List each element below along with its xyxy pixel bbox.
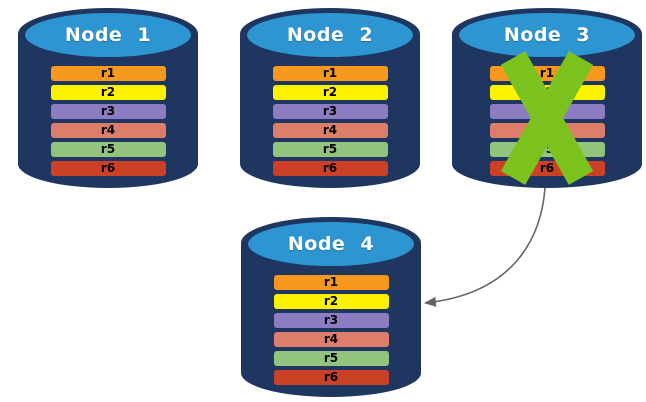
node-1-top-face: Node 1 bbox=[25, 13, 191, 57]
node-2-replica-list: r1 r2 r3 r4 r5 r6 bbox=[240, 66, 420, 176]
node-1-replica-list: r1 r2 r3 r4 r5 r6 bbox=[18, 66, 198, 176]
replica-bar-r2: r2 bbox=[272, 85, 388, 100]
node-2-cylinder: Node 2 r1 r2 r3 r4 r5 r6 bbox=[240, 8, 420, 188]
node-3-title: Node 3 bbox=[503, 24, 591, 46]
replica-bar-r2: r2 bbox=[273, 294, 389, 309]
node-3-top-face: Node 3 bbox=[459, 13, 635, 57]
node-1-cylinder: Node 1 r1 r2 r3 r4 r5 r6 bbox=[18, 8, 198, 188]
node-2-title: Node 2 bbox=[286, 24, 374, 46]
replica-bar-r3: r3 bbox=[50, 104, 166, 119]
failover-arrow bbox=[424, 187, 546, 307]
replica-bar-r6: r6 bbox=[272, 161, 388, 176]
replica-bar-r6: r6 bbox=[50, 161, 166, 176]
replica-bar-r4: r4 bbox=[273, 332, 389, 347]
node-3-cylinder: Node 3 r1 r2 r3 r4 r5 r6 bbox=[452, 8, 642, 188]
replica-bar-r4: r4 bbox=[50, 123, 166, 138]
replica-bar-r2: r2 bbox=[50, 85, 166, 100]
replica-bar-r6: r6 bbox=[273, 370, 389, 385]
node-2-top-face: Node 2 bbox=[247, 13, 413, 57]
replica-bar-r5: r5 bbox=[272, 142, 388, 157]
replica-bar-r1: r1 bbox=[273, 275, 389, 290]
node-1-title: Node 1 bbox=[64, 24, 152, 46]
replica-bar-r5: r5 bbox=[273, 351, 389, 366]
replica-bar-r4: r4 bbox=[272, 123, 388, 138]
replica-bar-r3: r3 bbox=[273, 313, 389, 328]
node-4-replica-list: r1 r2 r3 r4 r5 r6 bbox=[241, 275, 421, 385]
replica-bar-r5: r5 bbox=[50, 142, 166, 157]
node-4-cylinder: Node 4 r1 r2 r3 r4 r5 r6 bbox=[241, 217, 421, 397]
node-4-top-face: Node 4 bbox=[248, 222, 414, 266]
replica-bar-r3: r3 bbox=[272, 104, 388, 119]
x-mark-icon bbox=[500, 51, 594, 185]
replica-bar-r1: r1 bbox=[50, 66, 166, 81]
replica-bar-r1: r1 bbox=[272, 66, 388, 81]
node-4-title: Node 4 bbox=[287, 233, 375, 255]
